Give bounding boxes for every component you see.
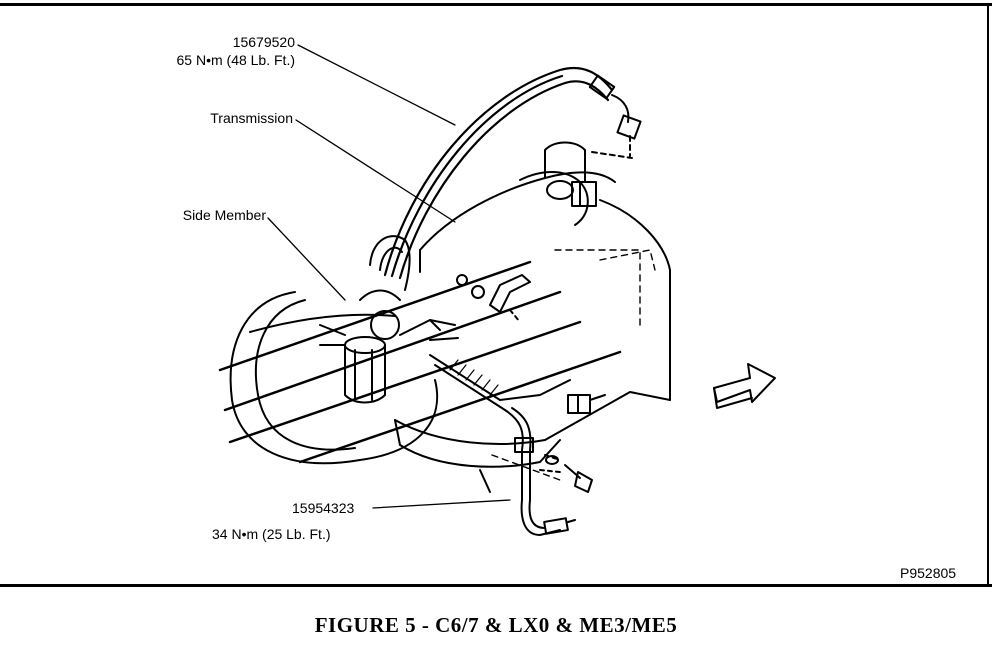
figure-code: P952805 <box>900 565 957 581</box>
transmission-diagram <box>218 44 776 536</box>
top-part-torque: 65 N•m (48 Lb. Ft.) <box>176 52 296 68</box>
lower-fittings <box>514 437 593 535</box>
cooler-line-lower <box>429 354 571 536</box>
figure-caption: FIGURE 5 - C6/7 & LX0 & ME3/ME5 <box>314 613 678 637</box>
bottom-part-torque: 34 N•m (25 Lb. Ft.) <box>212 526 331 542</box>
transmission-pan <box>394 391 671 493</box>
frame-top-rule <box>0 3 992 6</box>
oil-filter <box>344 336 386 404</box>
bracket-hardware <box>456 274 531 323</box>
dashed-references <box>491 249 656 481</box>
frame-right-rule <box>987 3 989 587</box>
front-direction-arrow-icon <box>713 363 776 409</box>
side-member-label: Side Member <box>182 207 266 223</box>
hose-cluster <box>319 235 459 346</box>
upper-line-fitting <box>588 74 642 159</box>
transmission-label: Transmission <box>210 110 293 126</box>
frame-bottom-rule <box>0 584 992 587</box>
bell-housing <box>229 291 439 465</box>
leader-lines <box>267 44 511 509</box>
top-part-number: 15679520 <box>232 34 295 50</box>
braided-hose-hatch <box>449 359 499 396</box>
bottom-part-number: 15954323 <box>292 500 355 516</box>
case-connector-upper <box>571 181 597 207</box>
case-connector-lower <box>567 394 606 414</box>
